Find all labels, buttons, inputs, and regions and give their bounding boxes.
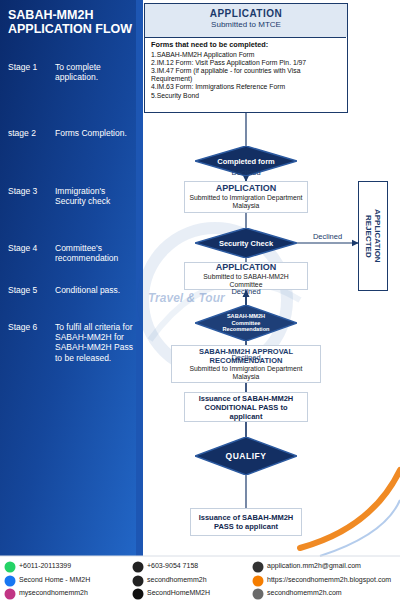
process-box: APPLICATIONSubmitted to MTCE Forms that n… [144,3,348,113]
node-heading: Issuance of SABAH-MM2H CONDITIONAL PASS … [189,394,303,421]
phone-icon [133,562,144,573]
contact-text: SecondHomeMM2H [147,589,255,597]
edge-label: Declined [231,287,260,296]
whatsapp-icon [5,562,16,573]
diamond-shape [195,305,297,341]
process-box: Issuance of SABAH-MM2H PASS to applicant [190,508,302,536]
rejected-box: APPLICATION REJECTED [358,181,388,291]
node-heading: Forms that need to be completed: [151,41,340,50]
contact-text: mysecondhomemm2h [19,589,131,597]
stage-description: To complete application. [55,62,135,82]
node-heading: SABAH-MM2H Committee Recommendation [220,313,272,333]
diagram-title: SABAH-MM2H APPLICATION FLOW [8,8,134,37]
diamond-shape [195,228,297,258]
stage-number: Stage 3 [8,186,54,196]
stage-description: Immigration's Security check [55,186,135,206]
node-text: Submitted to Immigration Department Mala… [189,194,303,210]
stage-description: To fulfil all criteria for SABAH-MM2H fo… [55,322,135,363]
edge-label: Declined [313,232,342,241]
process-box: Issuance of SABAH-MM2H CONDITIONAL PASS … [184,392,308,422]
stage-band [0,0,136,556]
node-heading: QUALIFY [226,451,267,461]
contact-text: https://secondhomemm2h.blogspot.com [267,576,399,584]
instagram-icon [5,589,16,600]
node-heading: APPLICATION [216,183,276,194]
node-heading: APPLICATION [216,262,276,273]
web-icon [253,589,264,600]
contact-text: secondhomemm2h [147,576,255,584]
facebook-icon [5,576,16,587]
stage-number: Stage 6 [8,322,54,332]
node-text: 1.SABAH-MM2H Application Form [151,51,340,59]
node-heading: APPLICATION REJECTED [364,188,382,284]
process-box: APPLICATIONSubmitted to SABAH-MM2H Commi… [184,262,308,290]
flow-connector [245,475,246,508]
stage-description: Committee's recommendation [55,243,135,263]
node-text: Submitted to Immigration Department Mala… [176,365,316,381]
stage-number: Stage 5 [8,285,54,295]
diamond-shape [195,437,297,475]
node-heading: Completed form [217,157,275,166]
contact-text: secondhomemm2h.com [267,589,399,597]
contact-text: Second Home - MM2H [19,576,131,584]
email-icon [253,562,264,573]
decision-diamond: Security Check [195,228,297,258]
stage-number: Stage 1 [8,62,54,72]
stage-number: stage 2 [8,128,54,138]
node-heading: Issuance of SABAH-MM2H PASS to applicant [195,513,297,531]
blogger-icon [253,576,264,587]
node-text: 3.IM.47 Form (if appliable - for countri… [151,67,340,83]
flow-connector [245,213,246,228]
footer-rule [0,556,400,557]
decision-diamond: QUALIFY [195,437,297,475]
process-box: SABAH-MM2H APPROVAL RECOMMENDATIONSubmit… [171,345,321,383]
node-text: Submitted to MTCE [145,20,347,30]
forms-list: Forms that need to be completed:1.SABAH-… [145,37,346,111]
node-text: 4.IM.63 Form: Immigrations Reference For… [151,83,340,91]
contact-text: +6011-20113399 [19,562,131,570]
diamond-shape [195,146,297,176]
stage-number: Stage 4 [8,243,54,253]
edge-label: Declined [231,353,260,362]
node-text: 2.IM.12 Form: Visit Pass Application For… [151,59,340,67]
blue-swoosh [320,500,400,556]
contact-text: +603-9054 7158 [147,562,255,570]
process-box: APPLICATIONSubmitted to Immigration Depa… [184,181,308,213]
node-heading: APPLICATION [145,8,347,20]
orange-swoosh [300,470,400,548]
decision-diamond: SABAH-MM2H Committee Recommendation [195,305,297,341]
flow-connector [297,242,358,243]
twitter-icon [133,589,144,600]
node-heading: Security Check [219,239,273,248]
stage-description: Conditional pass. [55,285,135,295]
watermark: Travel & Tour [148,291,238,305]
contact-text: application.mm2h@gmail.com [267,562,399,570]
flow-connector [245,113,246,146]
watermark-arc [150,282,300,340]
stage-description: Forms Completion. [55,128,135,138]
node-text: 5.Security Bond [151,92,340,100]
instagram-icon [133,576,144,587]
edge-label: Declined [231,168,260,177]
